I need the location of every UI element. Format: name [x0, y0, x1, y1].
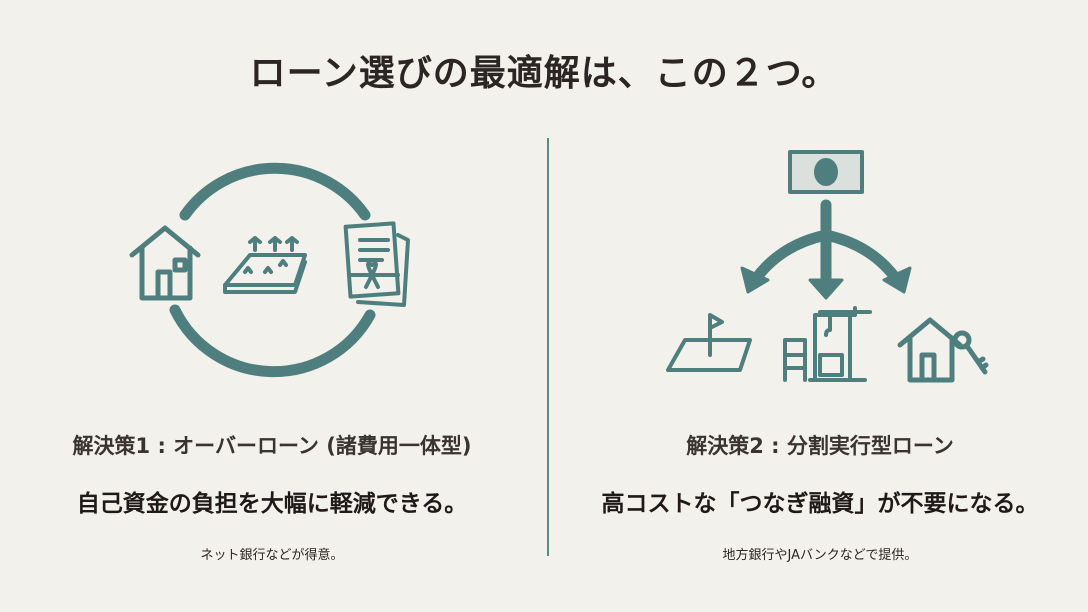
house-icon [129, 225, 201, 301]
solution-1-heading: 解決策1 : オーバーローン (諸費用一体型) [72, 434, 472, 458]
solution-1-note: ネット銀行などが得意。 [200, 548, 344, 563]
money-bill-icon [788, 150, 864, 194]
column-divider [547, 138, 549, 556]
cycle-illustration [129, 162, 410, 378]
split-funding-illustration [666, 150, 989, 383]
solution-2-column: 解決策2 : 分割実行型ローン 高コストな「つなぎ融資」が不要になる。 地方銀行… [548, 430, 1088, 563]
cycle-arrow-top-icon [179, 162, 371, 221]
land-flag-icon [666, 313, 752, 372]
solution-2-note: 地方銀行やJAバンクなどで提供。 [722, 548, 918, 563]
split-arrows-icon [749, 199, 903, 291]
cycle-arrow-bottom-icon [169, 304, 376, 378]
documents-icon [343, 221, 410, 307]
solution-1-benefit: 自己資金の負担を大幅に軽減できる。 [76, 491, 468, 517]
construction-icon [783, 306, 872, 382]
house-key-icon [897, 317, 989, 383]
solution-1-column: 解決策1 : オーバーローン (諸費用一体型) 自己資金の負担を大幅に軽減できる… [0, 430, 544, 563]
solution-2-benefit: 高コストな「つなぎ融資」が不要になる。 [601, 491, 1039, 517]
land-icon [223, 236, 307, 294]
page-title: ローン選びの最適解は、この２つ。 [249, 53, 839, 94]
solution-2-heading: 解決策2 : 分割実行型ローン [686, 434, 954, 458]
